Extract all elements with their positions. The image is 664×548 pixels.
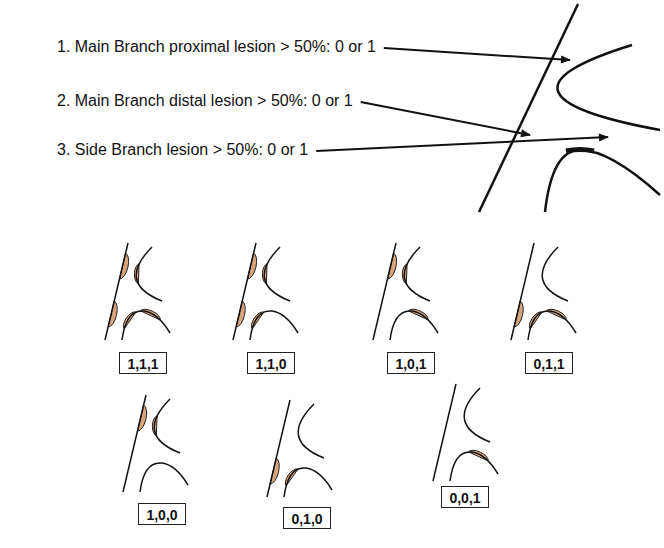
leader-arrow <box>316 137 608 151</box>
code-box: 0,0,1 <box>441 486 489 508</box>
upper-vessel-wall <box>557 45 660 130</box>
vessel-outline <box>373 243 438 340</box>
vessel-outline <box>511 243 576 340</box>
code-box: 0,1,0 <box>283 507 331 529</box>
code-text: 0,1,1 <box>533 356 564 372</box>
lesion-icon <box>267 400 332 497</box>
criterion-label: 2. Main Branch distal lesion > 50%: 0 or… <box>57 91 353 111</box>
lesion-icon <box>123 395 188 492</box>
lesion-icon <box>433 384 498 481</box>
criterion-label: 3. Side Branch lesion > 50%: 0 or 1 <box>57 140 308 160</box>
code-box: 1,0,0 <box>138 503 186 525</box>
code-text: 1,1,0 <box>255 356 286 372</box>
vessel-outline <box>123 395 188 492</box>
code-text: 1,0,1 <box>395 356 426 372</box>
code-text: 1,0,0 <box>146 507 177 523</box>
code-text: 0,0,1 <box>449 490 480 506</box>
main-vessel-wall <box>479 4 578 212</box>
lesion-icon <box>105 243 170 340</box>
lesion-icon <box>233 243 298 340</box>
lesion-icon <box>373 243 438 340</box>
vessel-outline <box>105 243 170 340</box>
carina-mark <box>566 150 594 152</box>
code-box: 1,0,1 <box>387 352 435 374</box>
lesion-icon <box>511 243 576 340</box>
code-box: 0,1,1 <box>525 352 573 374</box>
leader-arrow <box>361 102 530 135</box>
vessel-outline <box>233 243 298 340</box>
vessel-outline <box>433 384 498 481</box>
code-text: 1,1,1 <box>127 356 158 372</box>
criterion-label: 1. Main Branch proximal lesion > 50%: 0 … <box>57 37 376 57</box>
code-box: 1,1,0 <box>247 352 295 374</box>
leader-arrow <box>384 48 570 60</box>
code-text: 0,1,0 <box>291 511 322 527</box>
code-box: 1,1,1 <box>119 352 167 374</box>
vessel-outline <box>267 400 332 497</box>
lower-vessel-wall <box>545 150 660 212</box>
